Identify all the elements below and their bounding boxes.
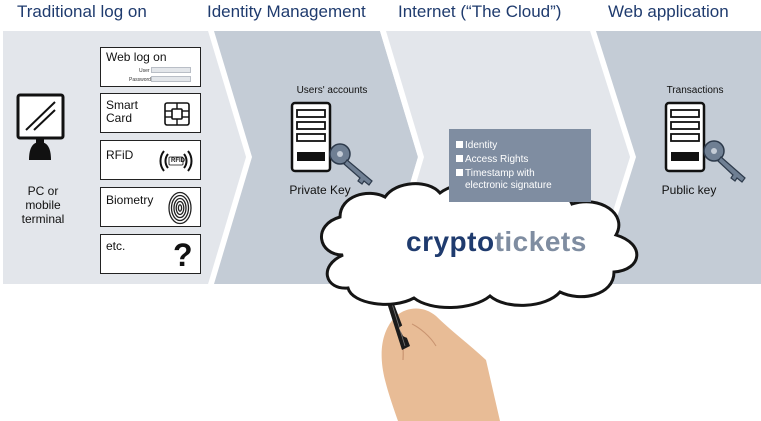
key-icon-public [703,140,746,183]
private-key-label: Private Key [289,183,351,197]
users-accounts-caption: Users' accounts [296,85,368,96]
header-web-application: Web application [608,2,729,21]
terminal-label-line2: mobile [25,198,61,212]
user-field-label: User [139,68,150,74]
cryptotickets-logo-part1: crypto [406,226,495,257]
item-identity-text: Identity [465,140,498,151]
item-identity: Identity [456,140,497,151]
transactions-caption: Transactions [666,85,724,96]
card-rfid: RFiD RFID [100,140,201,180]
pc-terminal-icon [16,93,65,160]
card-smart-card-line2: Card [106,111,133,125]
password-field-label: Password [129,77,151,83]
header-internet-cloud: Internet (“The Cloud”) [398,2,562,21]
cryptoticket-content-box: Identity Access Rights Timestamp with el… [449,129,591,202]
card-web-log-on-title: Web log on [106,50,167,64]
cryptotickets-logo-part2: tickets [494,226,587,257]
terminal-label: PC or mobile terminal [12,184,74,226]
header-traditional-log-on: Traditional log on [17,2,147,21]
user-field [151,67,191,73]
card-biometry: Biometry [100,187,201,227]
terminal-label-line3: terminal [21,212,65,226]
header-identity-management: Identity Management [207,2,366,21]
rfid-icon [159,150,193,172]
key-icon-private [329,143,373,186]
item-timestamp: Timestamp with [456,168,535,179]
card-smart-card: Smart Card [100,93,201,133]
cryptotickets-logo: cryptotickets [406,226,587,258]
card-etc: etc. ? [100,234,201,274]
question-mark-icon: ? [173,237,193,273]
cloud-shape [320,181,639,309]
public-key-label: Public key [661,183,717,197]
item-access-rights: Access Rights [456,154,528,165]
item-timestamp-text: Timestamp with [465,168,535,179]
card-rfid-title: RFiD [106,148,134,162]
hand-with-pen-illustration [381,292,500,421]
card-web-log-on: Web log on User Password [100,47,201,87]
fingerprint-icon [168,191,192,225]
card-smart-card-text: Smart Card [106,99,138,125]
rfid-badge-text: RFID [171,158,185,164]
server-icon-identity [290,101,332,173]
card-biometry-title: Biometry [106,193,154,207]
server-icon-webapp [664,101,706,173]
item-access-rights-text: Access Rights [465,154,529,165]
password-field [151,76,191,82]
terminal-label-line1: PC or [27,184,59,198]
card-etc-title: etc. [106,239,126,253]
chip-icon [164,102,190,126]
card-smart-card-line1: Smart [106,98,139,112]
item-electronic-signature: electronic signature [465,180,552,191]
